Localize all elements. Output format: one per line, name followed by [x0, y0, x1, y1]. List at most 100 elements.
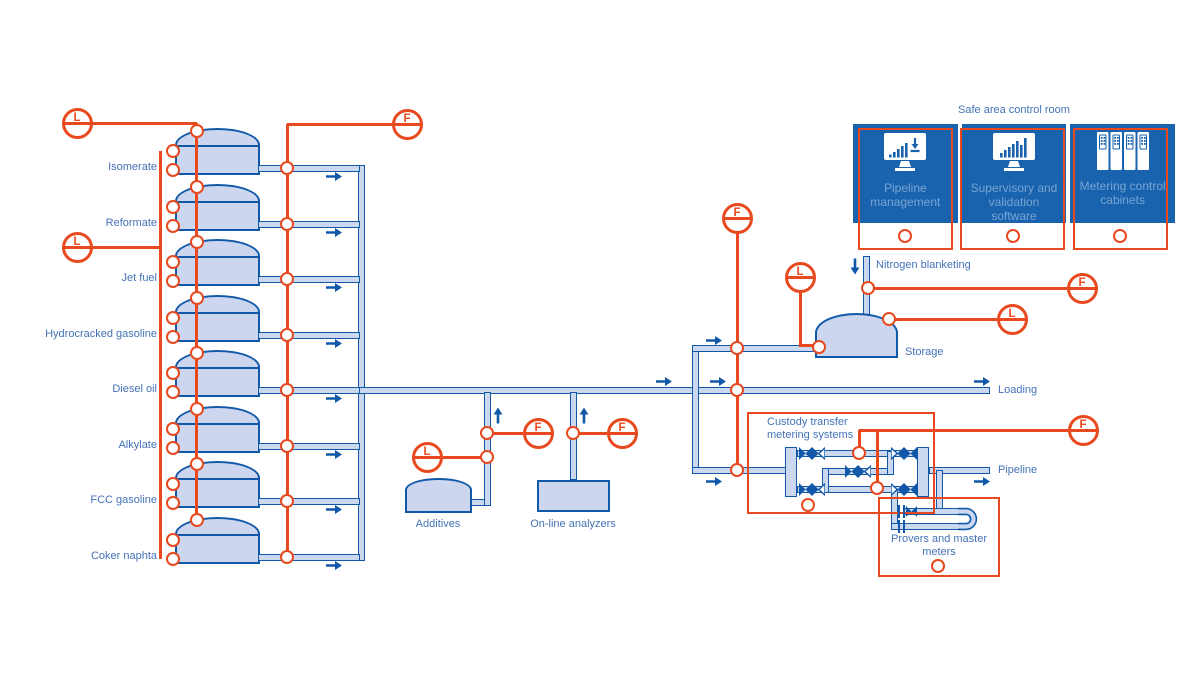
additives-label: Additives — [415, 518, 461, 530]
provers-box — [878, 497, 1000, 577]
tank-body — [175, 367, 260, 397]
prover-flange — [902, 520, 905, 533]
instrument-tag: F — [618, 421, 626, 434]
panel-frame — [960, 128, 1065, 250]
storage-label: Storage — [905, 346, 944, 358]
flow-arrow — [974, 476, 990, 486]
tank-outlet-pipe — [258, 554, 360, 561]
storage-branch-pipe — [692, 345, 699, 474]
level-tap-circle — [190, 180, 204, 194]
level-tap-circle — [190, 346, 204, 360]
flow-tap-circle — [280, 494, 294, 508]
tank-outlet-pipe — [258, 221, 360, 228]
flow-arrow — [706, 476, 722, 486]
level-tap-circle — [166, 255, 180, 269]
level-tap-circle — [190, 513, 204, 527]
level-tap-circle — [166, 533, 180, 547]
panel-frame — [858, 128, 953, 250]
tank-dome — [175, 406, 260, 423]
instrument-tag: L — [1008, 307, 1016, 320]
prover-flange — [902, 505, 905, 518]
instrument-chord-line — [1069, 287, 1095, 290]
tank-body — [175, 201, 260, 231]
additives-riser-pipe — [484, 392, 491, 506]
signal-line — [159, 151, 162, 559]
flow-arrow — [974, 376, 990, 386]
tank-dome — [175, 239, 260, 256]
level-tap-circle — [166, 219, 180, 233]
level-tap-circle — [166, 552, 180, 566]
panel-metering-cabinets: Metering control cabinets — [1070, 124, 1175, 223]
flow-tap-circle — [280, 161, 294, 175]
flow-instrument-bubble: F — [606, 417, 638, 449]
tank-body — [175, 423, 260, 453]
prover-flange — [898, 520, 901, 533]
panel-label: Supervisory and validation software — [970, 181, 1058, 223]
level-tap-circle — [166, 441, 180, 455]
tank-dome — [175, 517, 260, 534]
instrument-chord-line — [999, 318, 1025, 321]
cabinets-icon — [1096, 132, 1149, 170]
signal-line — [859, 429, 1068, 432]
flow-arrow — [326, 339, 342, 348]
tank-label: Reformate — [105, 217, 157, 229]
flow-tap-circle — [280, 328, 294, 342]
level-tap-circle — [190, 402, 204, 416]
flow-arrow — [326, 228, 342, 237]
level-tap-circle — [166, 330, 180, 344]
analyzers-label: On-line analyzers — [530, 518, 616, 530]
level-instrument-bubble: L — [61, 231, 93, 263]
provers-label: Provers and master meters — [891, 533, 987, 558]
instrument-tag: L — [423, 445, 431, 458]
level-tap-circle — [190, 235, 204, 249]
tank-label: FCC gasoline — [90, 494, 157, 506]
level-instrument-bubble: L — [411, 441, 443, 473]
monitor-chart-icon — [992, 133, 1035, 171]
monitor-download-icon — [884, 133, 927, 171]
panel-label: Pipeline management — [870, 181, 941, 209]
tank-body — [175, 312, 260, 342]
instrument-tag: F — [1079, 418, 1087, 431]
level-instrument-bubble: L — [996, 303, 1028, 335]
tank-dome — [175, 350, 260, 367]
additives-tank — [405, 478, 472, 513]
prover-valve-icon — [906, 506, 917, 517]
level-instrument-bubble: L — [61, 107, 93, 139]
signal-line — [858, 430, 861, 453]
flow-tap-circle — [280, 217, 294, 231]
prover-u-bend — [958, 507, 978, 531]
panel-port-circle — [898, 229, 912, 243]
level-tap-circle — [166, 385, 180, 399]
tank-label: Alkylate — [118, 439, 157, 451]
instrument-tag: F — [733, 206, 741, 219]
tank-dome — [175, 461, 260, 478]
panel-label: Metering control cabinets — [1079, 179, 1166, 207]
flow-instrument-bubble: F — [391, 108, 423, 140]
flow-instrument-bubble: F — [721, 202, 753, 234]
custody-label: Custody transfer metering systems — [767, 416, 854, 441]
panel-supervisory-software: Supervisory and validation software — [961, 124, 1067, 223]
instrument-tag: L — [796, 265, 804, 278]
level-instrument-bubble: L — [784, 261, 816, 293]
instrument-chord-line — [525, 432, 551, 435]
tank-outlet-pipe — [258, 165, 360, 172]
flow-arrow-down — [850, 258, 860, 274]
custody-port-circle — [801, 498, 815, 512]
tank-header-pipe — [358, 165, 365, 561]
instrument-chord-line — [1070, 429, 1096, 432]
flow-tap-circle — [280, 383, 294, 397]
signal-tap-circle — [730, 383, 744, 397]
instrument-chord-line — [414, 456, 440, 459]
instrument-chord-line — [64, 246, 90, 249]
tank-body — [175, 145, 260, 175]
signal-line — [195, 123, 198, 520]
instrument-chord-line — [787, 276, 813, 279]
control-room-title: Safe area control room — [958, 104, 1070, 116]
tank-dome — [175, 184, 260, 201]
tank-outlet-pipe — [258, 498, 360, 505]
analyzers-box — [537, 480, 610, 512]
level-tap-circle — [166, 496, 180, 510]
instrument-tag: F — [1078, 276, 1086, 289]
block-valve-icon — [799, 447, 825, 460]
